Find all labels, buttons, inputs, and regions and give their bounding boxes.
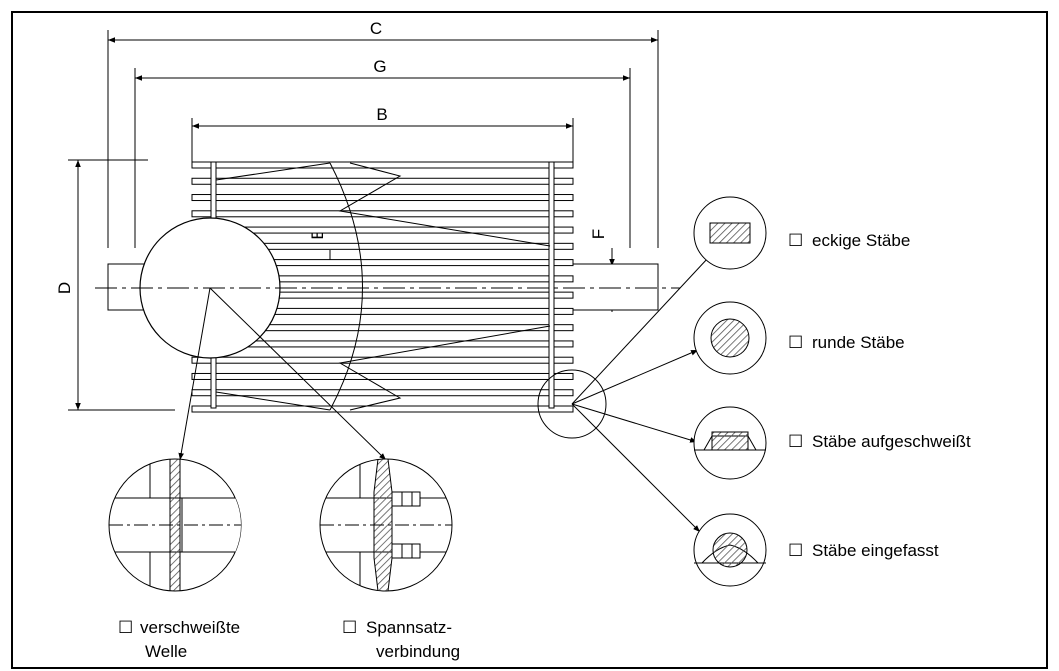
detail-welded-shaft bbox=[108, 458, 242, 592]
bar-option-round[interactable]: ☐ runde Stäbe bbox=[788, 333, 905, 352]
checkbox[interactable]: ☐ bbox=[788, 333, 803, 352]
roller-bar bbox=[191, 194, 574, 202]
option-label: Stäbe eingefasst bbox=[812, 541, 939, 560]
dimension-f-label: F bbox=[589, 229, 608, 239]
option-label-line1: Spannsatz- bbox=[366, 618, 452, 637]
drawing-border bbox=[11, 11, 1048, 669]
option-label: runde Stäbe bbox=[812, 333, 905, 352]
shaft-option-welded[interactable]: ☐ verschweißte Welle bbox=[118, 618, 240, 661]
checkbox[interactable]: ☐ bbox=[788, 432, 803, 451]
option-label-line1: verschweißte bbox=[140, 618, 240, 637]
dimension-g-label: G bbox=[373, 57, 386, 76]
dimension-c bbox=[107, 30, 659, 248]
roller-bar bbox=[191, 161, 574, 169]
roller-bar bbox=[191, 210, 574, 218]
dimension-c-label: C bbox=[370, 19, 382, 38]
roller-bar bbox=[191, 389, 574, 397]
section-lines bbox=[215, 162, 551, 411]
dimension-d bbox=[68, 159, 175, 411]
dimension-b-label: B bbox=[376, 105, 387, 124]
detail-round-bars bbox=[693, 301, 767, 375]
detail-enclosed-bars bbox=[693, 513, 767, 587]
roller-bar bbox=[191, 177, 574, 185]
bar-option-welded[interactable]: ☐ Stäbe aufgeschweißt bbox=[788, 432, 971, 451]
dimension-g bbox=[134, 68, 631, 248]
roller-bar bbox=[191, 405, 574, 413]
bar-option-enclosed[interactable]: ☐ Stäbe eingefasst bbox=[788, 541, 939, 560]
checkbox[interactable]: ☐ bbox=[342, 618, 357, 637]
option-label: eckige Stäbe bbox=[812, 231, 910, 250]
detail-welded-bars bbox=[693, 406, 767, 480]
detail-square-bars bbox=[693, 196, 767, 270]
checkbox[interactable]: ☐ bbox=[788, 541, 803, 560]
checkbox[interactable]: ☐ bbox=[788, 231, 803, 250]
roller-bar bbox=[191, 372, 574, 380]
dimension-d-label: D bbox=[55, 282, 74, 294]
detail-circle-bars bbox=[537, 369, 607, 439]
option-label: Stäbe aufgeschweißt bbox=[812, 432, 971, 451]
dimension-e-label: E bbox=[308, 228, 327, 239]
checkbox[interactable]: ☐ bbox=[118, 618, 133, 637]
dimension-b bbox=[191, 118, 574, 163]
detail-clamping-set bbox=[319, 458, 453, 592]
roller-bars bbox=[191, 161, 574, 413]
shaft-option-clamping[interactable]: ☐ Spannsatz- verbindung bbox=[342, 618, 460, 661]
option-label-line2: Welle bbox=[145, 642, 187, 661]
bar-option-square[interactable]: ☐ eckige Stäbe bbox=[788, 231, 910, 250]
detail-leaders bbox=[178, 257, 709, 533]
option-label-line2: verbindung bbox=[376, 642, 460, 661]
roller-bar bbox=[191, 356, 574, 364]
